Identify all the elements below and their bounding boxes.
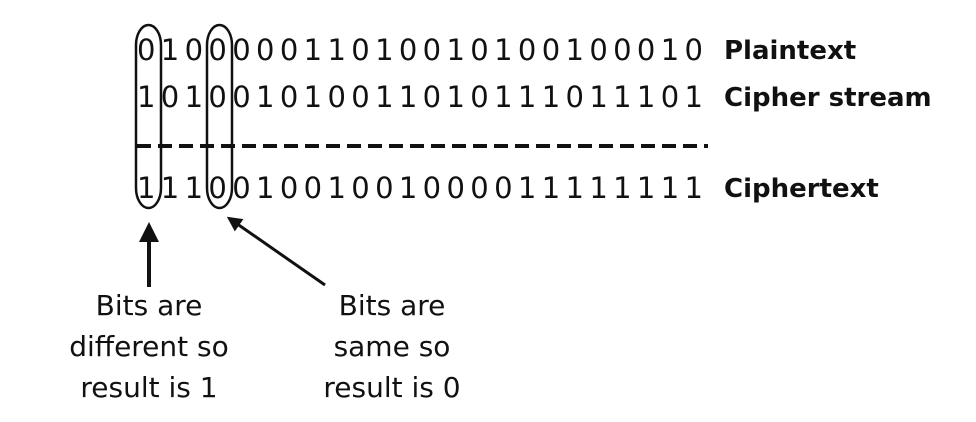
cipher-stream-row: 101001010011010111011101 Cipher stream	[137, 80, 932, 114]
annotation-bits-same: Bits are same so result is 0	[323, 289, 460, 404]
plaintext-bits: 010000011010010100100010	[137, 33, 703, 67]
cipher-stream-bits: 101001010011010111011101	[137, 80, 703, 114]
annotation-left-line-3: result is 1	[80, 371, 217, 404]
highlight-oval-fourth-bit	[205, 23, 234, 210]
annotation-bits-different: Bits are different so result is 1	[69, 289, 229, 404]
plaintext-row: 010000011010010100100010 Plaintext	[137, 33, 856, 67]
cipher-stream-label: Cipher stream	[724, 83, 932, 113]
arrow-to-fourth-bit	[226, 216, 326, 287]
highlight-oval-first-bit	[134, 23, 163, 210]
annotation-right-line-2: same so	[334, 330, 451, 363]
plaintext-label: Plaintext	[724, 36, 856, 66]
ciphertext-label: Ciphertext	[724, 174, 879, 204]
ciphertext-row: 111001001001000011111111 Ciphertext	[137, 171, 879, 205]
annotation-left-line-2: different so	[69, 330, 229, 363]
annotation-left-line-1: Bits are	[96, 289, 203, 322]
ciphertext-bits: 111001001001000011111111	[137, 171, 703, 205]
annotation-right-line-3: result is 0	[323, 371, 460, 404]
annotation-right-line-1: Bits are	[339, 289, 446, 322]
